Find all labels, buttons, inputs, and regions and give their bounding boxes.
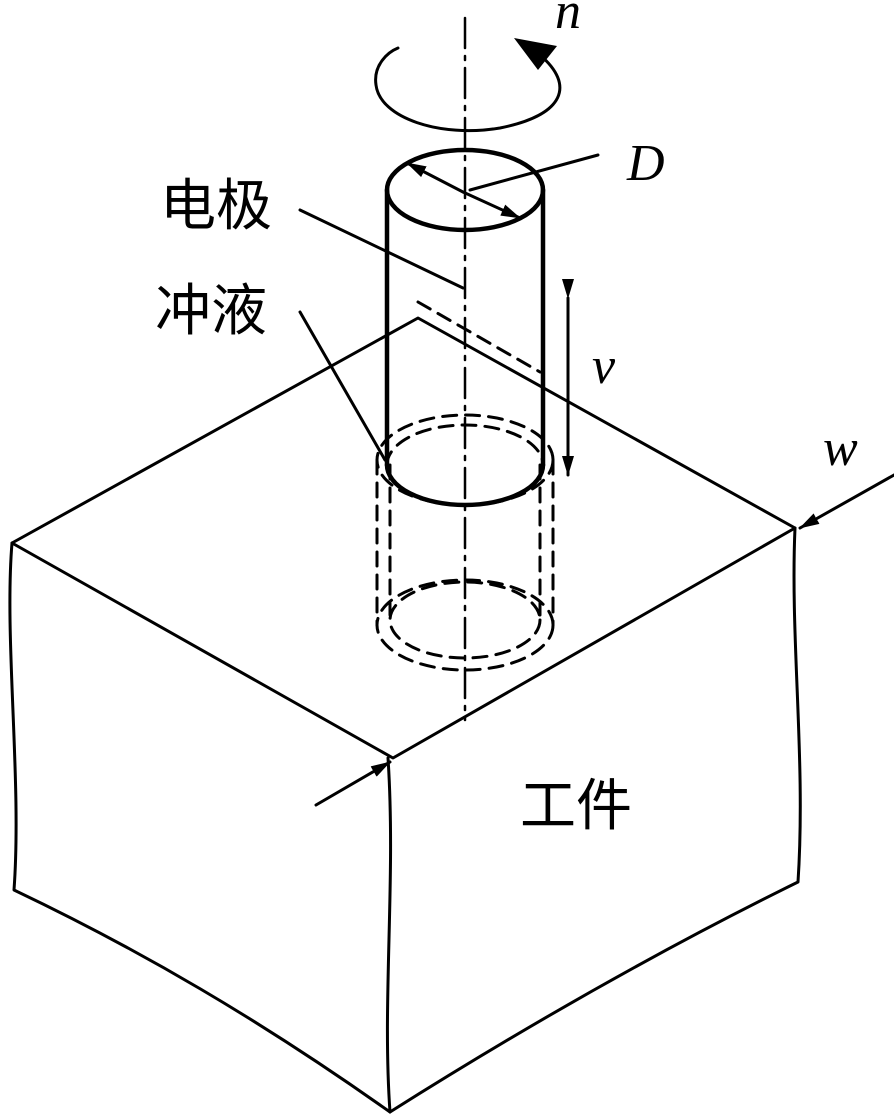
- workpiece-label: 工件: [520, 774, 632, 839]
- rotation-label: n: [555, 0, 581, 40]
- flushing-leader-line: [298, 310, 387, 462]
- width-arrow-right: [798, 473, 894, 530]
- feed-label: v: [592, 338, 616, 395]
- workpiece-front-right-face: [388, 526, 802, 1114]
- electrode-leader-line: [298, 208, 465, 290]
- workpiece-hidden-edge: [416, 300, 542, 374]
- diameter-dimension: [405, 153, 600, 220]
- rotation-arrow: [374, 46, 562, 133]
- electrode-label: 电极: [160, 174, 272, 239]
- diameter-label: D: [626, 135, 665, 192]
- rotation-arrowhead: [514, 38, 557, 70]
- workpiece-top-face: [10, 316, 797, 760]
- width-arrow-left: [314, 760, 392, 807]
- flushing-label: 冲液: [155, 279, 267, 344]
- workpiece-front-left-face: [8, 541, 393, 1114]
- workpiece-block: [8, 300, 802, 1114]
- width-label: w: [823, 420, 858, 477]
